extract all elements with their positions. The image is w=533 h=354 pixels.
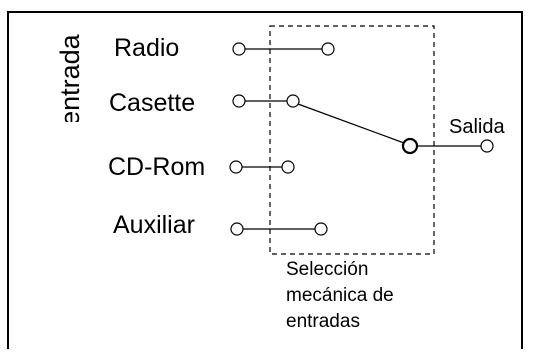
input-label-radio: Radio (114, 34, 179, 62)
casette-contact (286, 94, 300, 108)
selector-box (269, 25, 435, 255)
input-channels-label: Canales de entrada (55, 33, 85, 270)
selector-caption-line-1: Selección (286, 259, 368, 280)
outer-frame (7, 11, 523, 349)
input-label-auxiliar: Auxiliar (113, 211, 195, 239)
radio-contact (321, 42, 335, 56)
casette-input-terminal (232, 94, 246, 108)
auxiliar-input-terminal (230, 222, 244, 236)
output-label: Salida (449, 116, 505, 138)
cdrom-contact (281, 160, 295, 174)
radio-input-terminal (232, 42, 246, 56)
cdrom-input-terminal (229, 160, 243, 174)
switch-pivot (401, 137, 419, 155)
input-label-casette: Casette (109, 89, 195, 117)
input-label-cdrom: CD-Rom (108, 153, 205, 181)
output-terminal (480, 139, 494, 153)
auxiliar-contact (314, 222, 328, 236)
selector-caption-line-2: mecánica de (286, 285, 394, 306)
selector-caption-line-3: entradas (286, 311, 360, 332)
switch-arm (297, 103, 405, 144)
